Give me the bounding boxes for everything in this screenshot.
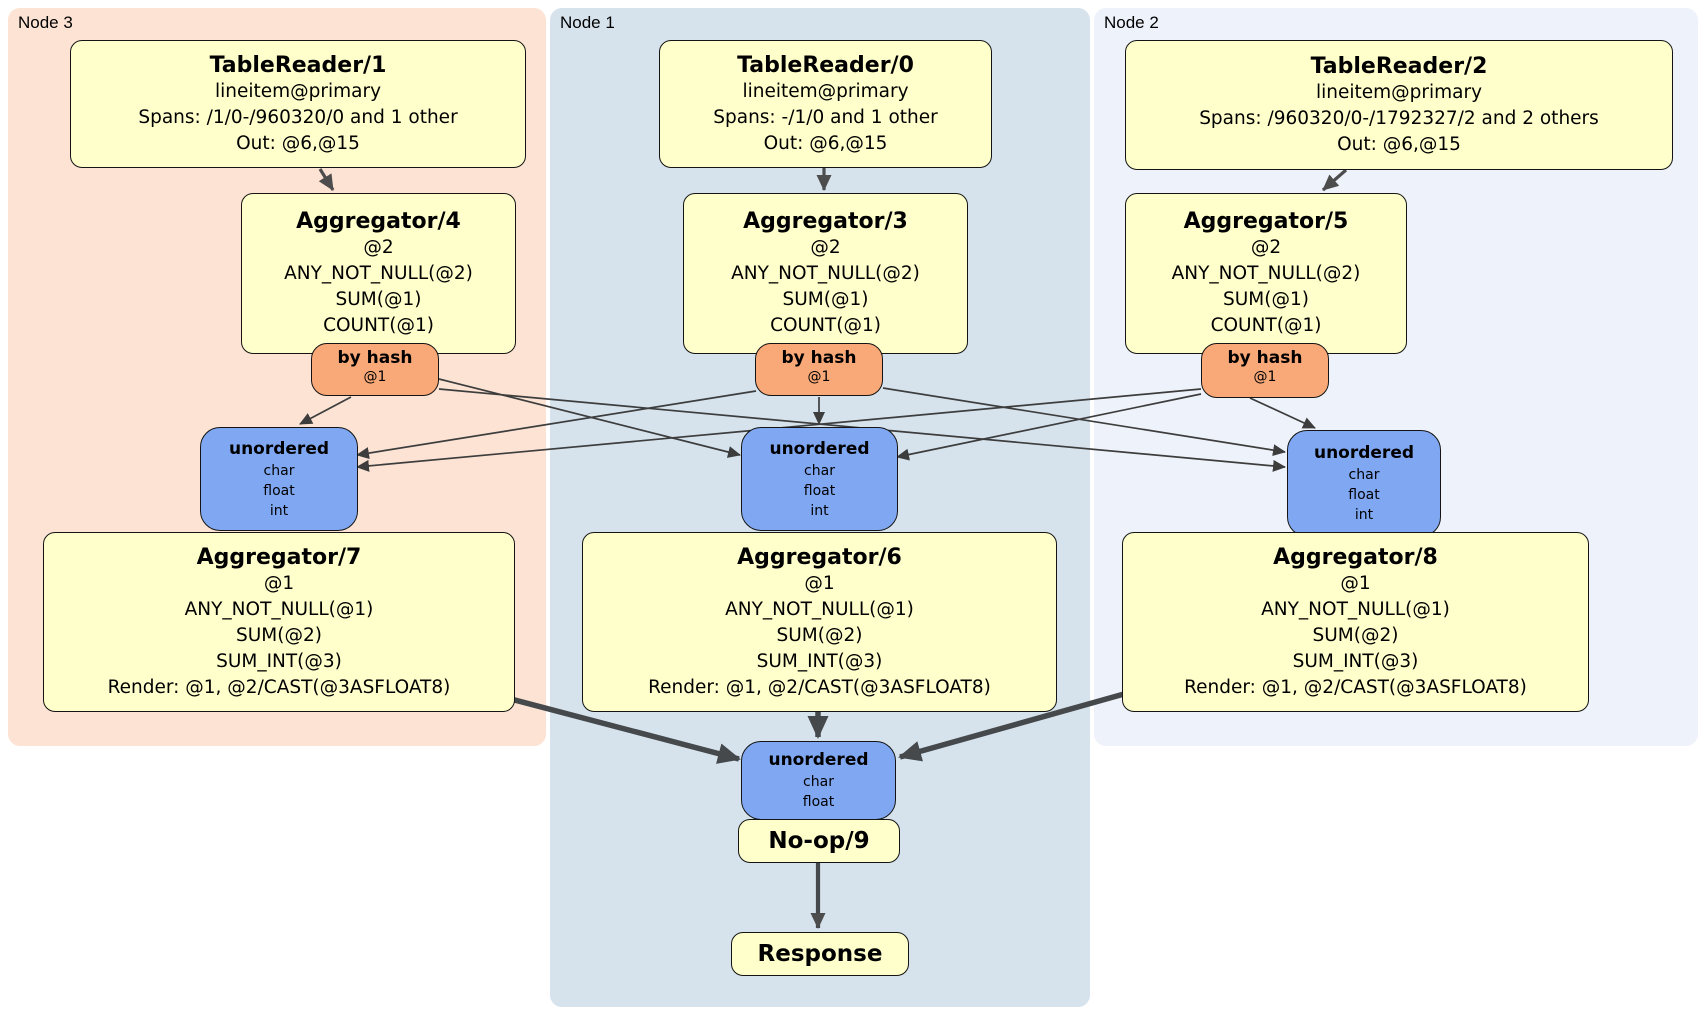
sync-node2-type-int: int [1354,507,1374,523]
sync-node3-type-float: float [263,482,295,499]
aggregator-8-node: Aggregator/8 @1 ANY_NOT_NULL(@1) SUM(@2)… [1122,532,1589,712]
tablereader-1-out: Out: @6,@15 [236,132,360,154]
aggregator-7-fn3: SUM_INT(@3) [216,650,342,672]
sync-node2-type-char: char [1348,467,1380,483]
hash-router-node2-key: @1 [1253,369,1277,385]
hash-router-node3: by hash @1 [311,343,439,396]
aggregator-4-fn1: ANY_NOT_NULL(@2) [284,263,473,284]
sync-node3-type-int: int [269,502,289,519]
tablereader-0-index: lineitem@primary [742,80,909,102]
node3-label: Node 3 [18,13,73,32]
aggregator-3-group: @2 [810,237,841,258]
aggregator-3-fn2: SUM(@1) [782,289,869,310]
sync-node1-type-char: char [804,462,835,479]
aggregator-5-group: @2 [1250,237,1282,258]
tablereader-0-spans: Spans: -/1/0 and 1 other [713,106,938,128]
sync-node1-type-float: float [803,482,836,499]
edge-tr2-to-agg5 [1321,168,1348,192]
edge-router1-to-sync3 [356,390,757,460]
edge-tr1-to-agg4 [318,168,335,191]
aggregator-8-fn2: SUM(@2) [1312,624,1399,646]
aggregator-5-title: Aggregator/5 [1183,209,1349,234]
tablereader-0-out: Out: @6,@15 [763,132,888,154]
aggregator-6-render: Render: @1, @2/CAST(@3ASFLOAT8) [648,676,991,698]
aggregator-3-node: Aggregator/3 @2 ANY_NOT_NULL(@2) SUM(@1)… [683,193,968,354]
aggregator-3-fn1: ANY_NOT_NULL(@2) [731,263,920,284]
unordered-sync-node1: unordered char float int [741,427,898,531]
aggregator-6-group: @1 [804,572,835,594]
aggregator-8-render: Render: @1, @2/CAST(@3ASFLOAT8) [1184,676,1527,698]
aggregator-7-fn1: ANY_NOT_NULL(@1) [184,598,374,620]
aggregator-5-node: Aggregator/5 @2 ANY_NOT_NULL(@2) SUM(@1)… [1125,193,1407,354]
hash-router-node3-title: by hash [337,348,413,368]
aggregator-6-fn2: SUM(@2) [776,624,863,646]
unordered-sync-node3: unordered char float int [200,427,358,531]
sync-node1-type-int: int [810,502,829,519]
aggregator-7-fn2: SUM(@2) [236,624,322,646]
aggregator-8-group: @1 [1340,572,1371,594]
unordered-sync-node1-title: unordered [769,438,870,459]
unordered-sync-final: unordered char float [741,741,896,820]
response-title: Response [757,941,883,967]
aggregator-4-title: Aggregator/4 [296,209,461,234]
aggregator-6-node: Aggregator/6 @1 ANY_NOT_NULL(@1) SUM(@2)… [582,532,1057,712]
edge-router3-to-sync3 [299,396,352,425]
aggregator-4-group: @2 [363,237,394,258]
sync-node2-type-float: float [1348,487,1380,503]
sync-final-type-char: char [803,774,834,790]
node2-label: Node 2 [1104,13,1159,32]
sync-node3-type-char: char [263,462,295,479]
edge-agg7-to-final-sync [506,695,741,764]
hash-router-node2: by hash @1 [1201,343,1329,398]
aggregator-8-title: Aggregator/8 [1273,544,1438,570]
hash-router-node2-title: by hash [1227,348,1303,368]
aggregator-4-node: Aggregator/4 @2 ANY_NOT_NULL(@2) SUM(@1)… [241,193,516,354]
aggregator-8-fn3: SUM_INT(@3) [1292,650,1419,672]
aggregator-4-fn3: COUNT(@1) [323,315,434,336]
aggregator-8-fn1: ANY_NOT_NULL(@1) [1261,598,1450,620]
noop-9-title: No-op/9 [768,828,870,854]
edge-agg8-to-final-sync [898,691,1125,762]
aggregator-7-node: Aggregator/7 @1 ANY_NOT_NULL(@1) SUM(@2)… [43,532,515,712]
edge-router2-to-sync2 [1249,397,1316,429]
tablereader-1-index: lineitem@primary [214,80,382,102]
edge-router1-to-sync2 [882,387,1286,457]
tablereader-2-title: TableReader/2 [1310,53,1488,79]
response-node: Response [731,932,909,976]
aggregator-5-fn2: SUM(@1) [1223,289,1309,310]
aggregator-6-fn1: ANY_NOT_NULL(@1) [725,598,914,620]
tablereader-2-node: TableReader/2 lineitem@primary Spans: /9… [1125,40,1673,170]
tablereader-2-spans: Spans: /960320/0-/1792327/2 and 2 others [1199,107,1599,129]
unordered-sync-final-title: unordered [768,750,869,770]
tablereader-0-title: TableReader/0 [737,52,914,78]
edge-router2-to-sync1 [896,393,1202,461]
hash-router-node1-title: by hash [781,348,857,368]
tablereader-1-title: TableReader/1 [209,52,387,78]
tablereader-1-node: TableReader/1 lineitem@primary Spans: /1… [70,40,526,168]
aggregator-5-fn3: COUNT(@1) [1210,315,1322,336]
aggregator-7-title: Aggregator/7 [196,544,362,570]
aggregator-3-title: Aggregator/3 [743,209,908,234]
aggregator-3-fn3: COUNT(@1) [770,315,881,336]
aggregator-7-render: Render: @1, @2/CAST(@3ASFLOAT8) [107,676,451,698]
unordered-sync-node3-title: unordered [228,438,330,459]
tablereader-1-spans: Spans: /1/0-/960320/0 and 1 other [138,106,458,128]
unordered-sync-node2: unordered char float int [1287,430,1441,537]
aggregator-6-title: Aggregator/6 [737,544,902,570]
aggregator-7-group: @1 [263,572,295,594]
hash-router-node1-key: @1 [807,369,831,385]
unordered-sync-node2-title: unordered [1313,443,1415,463]
hash-router-node1: by hash @1 [755,343,883,396]
noop-9-node: No-op/9 [738,819,900,863]
aggregator-6-fn3: SUM_INT(@3) [756,650,883,672]
aggregator-4-fn2: SUM(@1) [335,289,422,310]
tablereader-2-out: Out: @6,@15 [1337,133,1461,155]
aggregator-5-fn1: ANY_NOT_NULL(@2) [1171,263,1361,284]
hash-router-node3-key: @1 [363,369,387,385]
sync-final-type-float: float [802,794,835,810]
tablereader-2-index: lineitem@primary [1315,81,1483,103]
node1-label: Node 1 [560,13,615,32]
tablereader-0-node: TableReader/0 lineitem@primary Spans: -/… [659,40,992,168]
